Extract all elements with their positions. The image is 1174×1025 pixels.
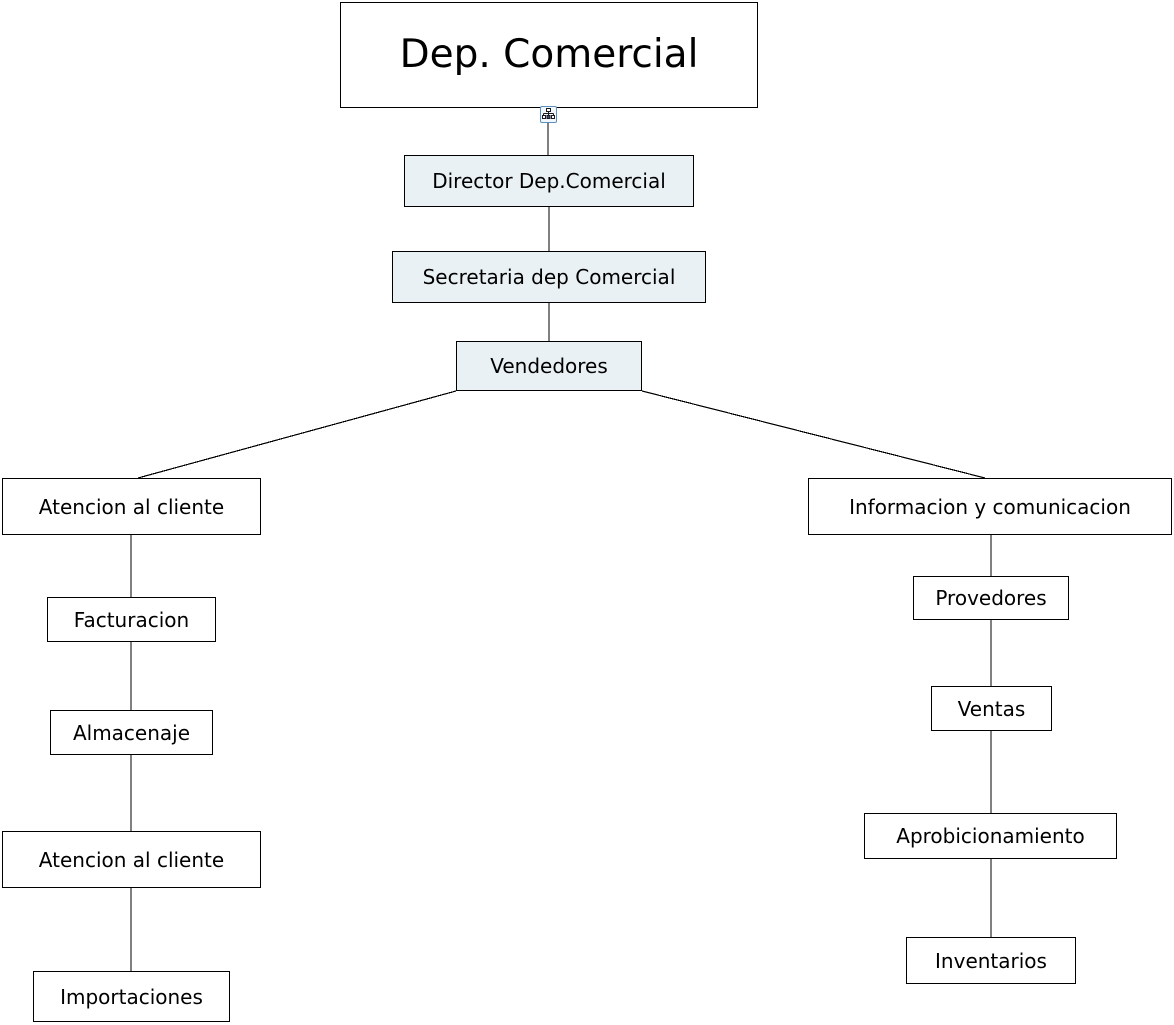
node-label-provedores: Provedores [935,586,1047,610]
node-label-vendedores: Vendedores [490,354,608,378]
node-label-ventas: Ventas [957,696,1026,721]
node-label-informacion: Informacion y comunicacion [849,494,1131,519]
node-secretaria[interactable]: Secretaria dep Comercial [392,251,706,303]
node-label-atencion1: Atencion al cliente [38,494,225,519]
node-vendedores[interactable]: Vendedores [456,341,642,391]
node-ventas[interactable]: Ventas [931,686,1052,731]
node-label-almacenaje: Almacenaje [72,720,191,745]
org-chart-icon[interactable] [540,106,557,123]
node-label-root: Dep. Comercial [399,31,699,77]
node-label-secretaria: Secretaria dep Comercial [422,265,676,289]
node-label-inventarios: Inventarios [935,948,1047,973]
node-almacenaje[interactable]: Almacenaje [50,710,213,755]
node-root[interactable]: Dep. Comercial [340,2,758,108]
node-facturacion[interactable]: Facturacion [47,597,216,642]
node-informacion[interactable]: Informacion y comunicacion [808,478,1172,535]
org-chart-glyph [542,108,555,119]
node-provedores[interactable]: Provedores [913,576,1069,620]
node-label-importaciones: Importaciones [60,984,203,1009]
node-director[interactable]: Director Dep.Comercial [404,155,694,207]
node-label-director: Director Dep.Comercial [432,169,666,193]
node-aprobicionamiento[interactable]: Aprobicionamiento [864,813,1117,859]
node-atencion1[interactable]: Atencion al cliente [2,478,261,535]
node-inventarios[interactable]: Inventarios [906,937,1076,984]
node-label-atencion2: Atencion al cliente [38,847,225,872]
connector-vendedores-to-informacion [641,390,986,479]
node-label-aprobicionamiento: Aprobicionamiento [896,824,1085,848]
node-importaciones[interactable]: Importaciones [33,971,230,1022]
connector-vendedores-to-atencion1 [137,390,457,479]
node-atencion2[interactable]: Atencion al cliente [2,831,261,888]
node-label-facturacion: Facturacion [73,607,190,632]
